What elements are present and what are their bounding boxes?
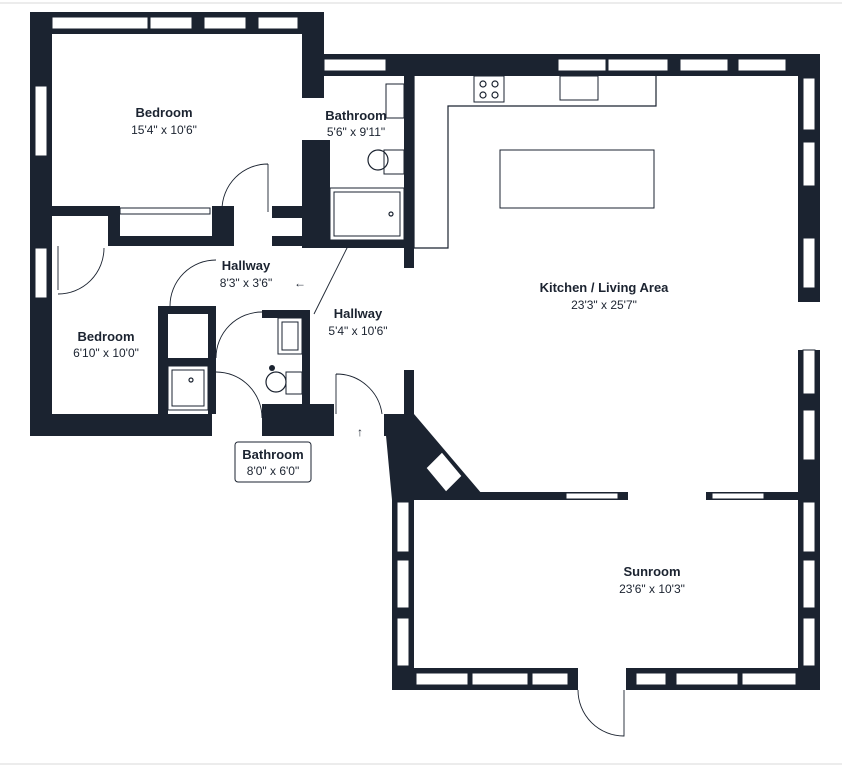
- windows: [34, 16, 816, 686]
- room-label-hallway-1: Hallway 8'3" x 3'6": [220, 258, 272, 290]
- room-name: Hallway: [222, 258, 271, 273]
- room-name: Bathroom: [242, 447, 303, 462]
- room-label-bathroom-1: Bathroom 5'6" x 9'11": [325, 108, 386, 139]
- room-dimensions: 5'4" x 10'6": [328, 324, 387, 338]
- room-tag: [234, 441, 312, 483]
- room-label-bedroom-2: Bedroom 6'10" x 10'0": [73, 329, 139, 360]
- room-name: Bedroom: [77, 329, 134, 344]
- room-label-kitchen-living: Kitchen / Living Area 23'3" x 25'7": [540, 280, 670, 312]
- room-dimensions: 5'6" x 9'11": [327, 125, 385, 139]
- room-label-hallway-2: Hallway 5'4" x 10'6": [328, 306, 387, 338]
- room-name: Kitchen / Living Area: [540, 280, 670, 295]
- room-label-bedroom-1: Bedroom 15'4" x 10'6": [131, 105, 197, 137]
- room-name: Hallway: [334, 306, 383, 321]
- room-dimensions: 8'0" x 6'0": [247, 464, 299, 478]
- room-label-sunroom: Sunroom 23'6" x 10'3": [619, 564, 685, 596]
- left-arrow-icon: ←: [294, 276, 306, 290]
- room-dimensions: 23'3" x 25'7": [571, 298, 637, 312]
- room-dimensions: 15'4" x 10'6": [131, 123, 197, 137]
- doors: [57, 163, 625, 737]
- room-name: Sunroom: [623, 564, 680, 579]
- fixtures: [167, 75, 657, 493]
- room-name: Bedroom: [135, 105, 192, 120]
- room-name: Bathroom: [325, 108, 386, 123]
- room-label-bathroom-2: Bathroom 8'0" x 6'0": [234, 441, 312, 483]
- room-dimensions: 6'10" x 10'0": [73, 346, 139, 360]
- room-dimensions: 23'6" x 10'3": [619, 582, 685, 596]
- room-dimensions: 8'3" x 3'6": [220, 276, 272, 290]
- up-arrow-icon: ↑: [357, 425, 363, 439]
